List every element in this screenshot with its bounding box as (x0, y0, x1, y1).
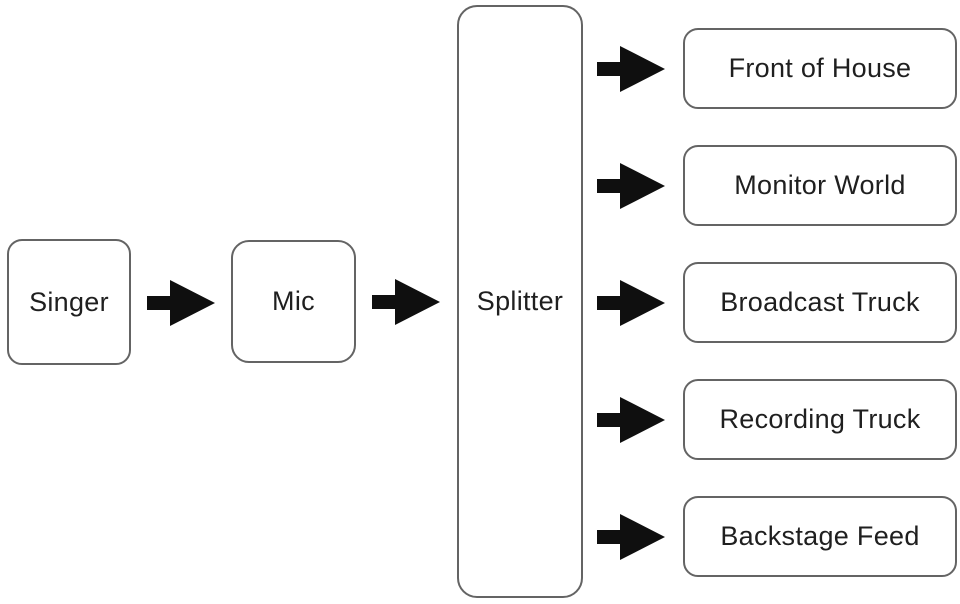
node-front-of-house: Front of House (683, 28, 957, 109)
node-splitter: Splitter (457, 5, 583, 598)
node-backstage-feed-label: Backstage Feed (720, 521, 920, 551)
arrow-splitter-to-front-of-house-icon (597, 45, 665, 92)
node-splitter-label: Splitter (476, 286, 564, 316)
node-mic: Mic (231, 240, 356, 363)
arrow-splitter-to-monitor-world-icon (597, 162, 665, 209)
node-broadcast-truck-label: Broadcast Truck (720, 287, 920, 317)
node-recording-truck-label: Recording Truck (719, 404, 921, 434)
node-monitor-world: Monitor World (683, 145, 957, 226)
node-backstage-feed: Backstage Feed (683, 496, 957, 577)
node-singer: Singer (7, 239, 131, 365)
output-row-backstage-feed: Backstage Feed (597, 496, 957, 577)
node-broadcast-truck: Broadcast Truck (683, 262, 957, 343)
node-mic-label: Mic (272, 286, 315, 316)
arrow-mic-to-splitter-icon (372, 279, 440, 325)
output-row-monitor-world: Monitor World (597, 145, 957, 226)
arrow-splitter-to-recording-truck-icon (597, 396, 665, 443)
node-front-of-house-label: Front of House (728, 53, 912, 83)
output-row-front-of-house: Front of House (597, 28, 957, 109)
node-recording-truck: Recording Truck (683, 379, 957, 460)
output-row-broadcast-truck: Broadcast Truck (597, 262, 957, 343)
node-singer-label: Singer (29, 286, 109, 317)
arrow-splitter-to-broadcast-truck-icon (597, 279, 665, 326)
output-row-recording-truck: Recording Truck (597, 379, 957, 460)
arrow-singer-to-mic-icon (147, 280, 215, 326)
node-monitor-world-label: Monitor World (734, 170, 906, 200)
arrow-splitter-to-backstage-feed-icon (597, 513, 665, 560)
